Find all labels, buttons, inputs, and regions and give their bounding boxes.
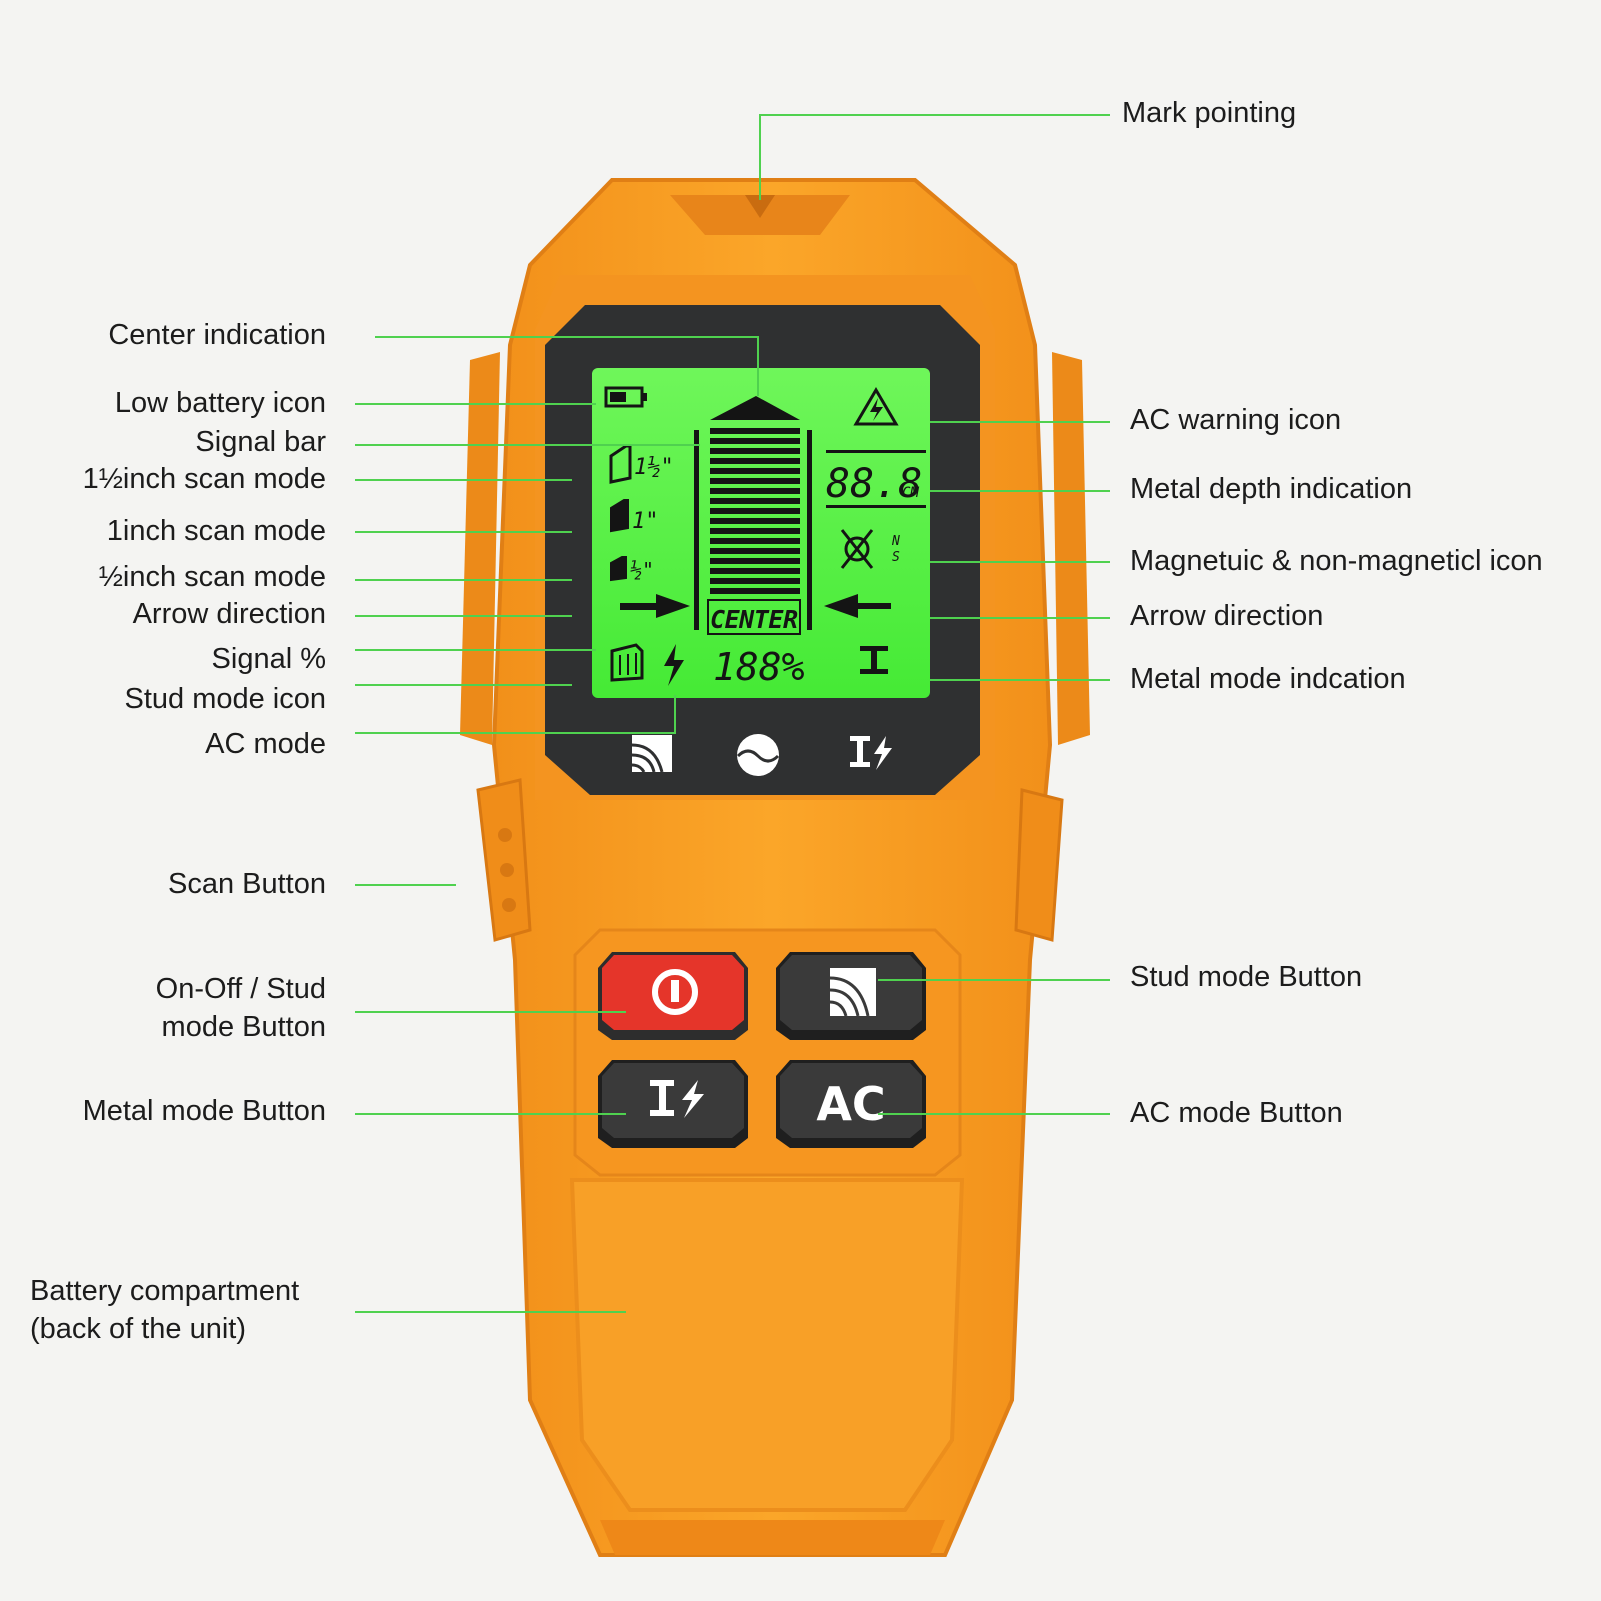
right-grip <box>1052 352 1090 745</box>
power-icon <box>652 969 698 1015</box>
signal-bar-segment <box>710 478 800 484</box>
scan-mode-1-icon <box>610 499 629 533</box>
battery-compartment <box>569 1178 965 1512</box>
magnetic-icon <box>840 529 874 569</box>
magnetic-south-label: S <box>892 550 900 565</box>
signal-bar-segment <box>710 438 800 444</box>
leader-lines <box>355 114 1110 1313</box>
scan-button-ridge <box>502 898 516 912</box>
signal-bar-segment <box>710 538 800 544</box>
arrow-left-icon <box>824 594 891 618</box>
metal-button-icon <box>650 1080 704 1118</box>
metal-mode-button[interactable] <box>598 1060 748 1148</box>
label-metal-depth-indication: Metal depth indication <box>1130 473 1413 505</box>
signal-bar-segment <box>710 428 800 434</box>
signal-bar-segment <box>710 578 800 584</box>
label-metal-mode-button: Metal mode Button <box>82 1095 326 1127</box>
bezel-stud-icon <box>631 735 672 773</box>
metal-depth-value: 88.8 <box>826 461 922 507</box>
label-mark-pointing: Mark pointing <box>1122 97 1297 129</box>
scan-mode-1-label: 1" <box>632 509 659 534</box>
signal-bar-segment <box>710 508 800 514</box>
label-stud-mode-button: Stud mode Button <box>1130 961 1363 993</box>
magnetic-north-label: N <box>891 534 900 549</box>
label-signal-bar: Signal bar <box>195 426 326 458</box>
label-ac-mode-button: AC mode Button <box>1130 1097 1343 1129</box>
bezel-metal-ac-icon <box>850 736 892 770</box>
scan-button-ridge <box>498 828 512 842</box>
signal-percent-value: 188% <box>713 645 805 689</box>
label-scan-mode-1-5: 1½inch scan mode <box>82 463 326 495</box>
depth-rule-bottom <box>826 505 926 508</box>
label-magnetic-icon: Magnetuic & non-magneticl icon <box>1130 545 1543 577</box>
center-text: CENTER <box>710 605 798 634</box>
stud-mode-icon <box>610 643 644 682</box>
signal-bar-segment <box>710 558 800 564</box>
label-scan-mode-0-5: ½inch scan mode <box>98 561 326 593</box>
ac-button-label: AC <box>816 1077 885 1131</box>
signal-bar-segment <box>710 588 800 594</box>
signal-bar-segment <box>710 528 800 534</box>
power-button[interactable] <box>598 952 748 1040</box>
label-scan-mode-1: 1inch scan mode <box>106 515 326 547</box>
metal-mode-icon <box>860 646 888 674</box>
label-ac-mode: AC mode <box>205 728 326 760</box>
signal-bar-segment <box>710 448 800 454</box>
scan-mode-1-5-label: 1½" <box>634 455 674 480</box>
label-low-battery-icon: Low battery icon <box>114 387 326 419</box>
label-metal-mode-indication: Metal mode indcation <box>1130 663 1406 695</box>
signal-bar-segment <box>710 458 800 464</box>
label-scan-button: Scan Button <box>168 868 326 900</box>
metal-depth-unit: CM <box>902 485 919 501</box>
arrow-right-icon <box>620 594 690 618</box>
bezel-metal-detect-icon <box>736 734 780 776</box>
right-side-ridges <box>1014 788 1064 942</box>
bottom-edge <box>600 1520 945 1555</box>
scan-mode-0-5-icon <box>610 556 627 582</box>
low-battery-icon <box>604 386 647 408</box>
mark-pointer-v <box>745 195 775 218</box>
stud-button-icon <box>829 968 876 1017</box>
signal-bar-segment <box>710 468 800 474</box>
ac-mode-bolt-icon <box>664 644 684 686</box>
signal-bar-segment <box>710 498 800 504</box>
label-arrow-direction-right: Arrow direction <box>1130 600 1324 632</box>
signal-bar-segments <box>710 428 800 594</box>
label-battery-compartment: Battery compartment (back of the unit) <box>30 1275 300 1345</box>
scan-button-ridge <box>500 863 514 877</box>
signal-bar-segment <box>710 488 800 494</box>
label-on-off-stud-button: On-Off / Stud mode Button <box>155 973 326 1043</box>
ac-warning-icon <box>853 387 899 426</box>
left-grip <box>460 352 500 745</box>
scan-button-side[interactable] <box>476 778 532 942</box>
stud-mode-button[interactable] <box>776 952 926 1040</box>
label-stud-mode-icon: Stud mode icon <box>124 683 326 715</box>
label-signal-percent: Signal % <box>211 643 326 675</box>
label-arrow-direction-left: Arrow direction <box>132 598 326 630</box>
signal-bar-segment <box>710 568 800 574</box>
signal-bar-segment <box>710 518 800 524</box>
label-center-indication: Center indication <box>108 319 326 351</box>
signal-bar-segment <box>710 548 800 554</box>
scan-mode-1-5-icon <box>609 444 632 484</box>
scan-mode-0-5-label: ½" <box>630 558 654 582</box>
signal-bar <box>694 396 812 635</box>
ac-mode-button[interactable]: AC <box>776 1060 926 1148</box>
depth-rule-top <box>826 450 926 453</box>
label-ac-warning-icon: AC warning icon <box>1130 404 1342 436</box>
